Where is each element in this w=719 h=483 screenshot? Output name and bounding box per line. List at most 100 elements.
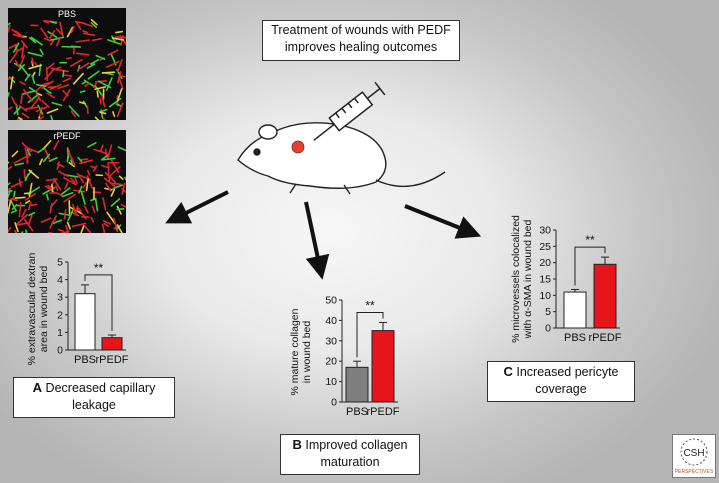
micrograph-fiber: [111, 182, 123, 186]
header-line-2: improves healing outcomes: [284, 40, 438, 54]
chartB-ylabel: % mature collagen in wound bed: [289, 308, 313, 396]
micrograph-fiber: [76, 62, 90, 71]
micrograph-fiber: [94, 84, 103, 97]
micrograph-fiber: [93, 165, 98, 172]
micrograph-fiber: [21, 231, 24, 233]
micrograph-fiber: [8, 189, 12, 199]
micrograph-fiber: [55, 68, 70, 73]
micrograph-fiber: [83, 32, 96, 37]
micrograph-fiber: [8, 43, 18, 49]
micrograph-pbs-label: PBS: [57, 9, 76, 19]
micrograph-fiber: [53, 140, 60, 150]
arrow-to-B: [304, 201, 330, 280]
micrograph-fiber: [49, 39, 55, 46]
micrograph-fiber: [37, 147, 45, 153]
micrograph-fiber: [30, 36, 43, 46]
micrograph-fiber: [116, 58, 123, 73]
y-tick-label: 4: [57, 274, 63, 286]
micrograph-fiber: [51, 184, 54, 192]
micrograph-fiber: [124, 176, 126, 182]
micrograph-fiber: [105, 77, 113, 91]
micrograph-fiber: [28, 214, 33, 225]
micrograph-fiber: [27, 201, 32, 211]
micrograph-fiber: [62, 89, 69, 97]
micrograph-fiber: [77, 156, 83, 163]
micrograph-fiber: [116, 88, 123, 102]
micrograph-fiber: [40, 217, 52, 223]
micrograph-fiber: [105, 182, 112, 192]
panel-c-line2: coverage: [535, 382, 587, 396]
category-label: rPEDF: [96, 354, 129, 366]
micrograph-fiber: [13, 190, 16, 197]
micrograph-fiber: [20, 54, 26, 65]
micrograph-fiber: [95, 80, 108, 83]
micrograph-fiber: [13, 105, 22, 115]
micrograph-fiber: [101, 117, 107, 120]
micrograph-fiber: [11, 203, 18, 210]
micrograph-fiber: [100, 153, 110, 161]
panel-c-line1: Increased pericyte: [516, 365, 619, 379]
micrograph-fiber: [90, 59, 100, 65]
micrograph-fiber: [68, 151, 76, 166]
micrograph-fiber: [8, 24, 11, 34]
y-tick-label: 0: [57, 345, 63, 357]
panel-c-box: C Increased pericyte coverage: [487, 361, 635, 402]
micrograph-fiber: [56, 192, 63, 197]
micrograph-fiber: [42, 153, 51, 163]
micrograph-fiber: [27, 51, 43, 57]
micrograph-fiber: [91, 37, 103, 42]
micrograph-fiber: [46, 108, 59, 114]
micrograph-fiber: [35, 83, 47, 87]
csh-logo: CSH PERSPECTIVES: [672, 434, 716, 478]
micrograph-fiber: [28, 86, 38, 93]
micrograph-fiber: [14, 162, 24, 166]
micrograph-fiber: [8, 182, 11, 186]
significance-bracket: [84, 274, 113, 332]
micrograph-fiber: [49, 215, 57, 229]
micrograph-fiber: [36, 92, 43, 97]
micrograph-fiber: [14, 222, 19, 233]
micrograph-fiber: [18, 202, 22, 218]
micrograph-fiber: [82, 181, 88, 189]
micrograph-fiber: [62, 70, 65, 78]
y-tick-label: 3: [57, 292, 63, 304]
micrograph-fiber: [8, 77, 15, 80]
micrograph-fiber: [37, 115, 44, 120]
y-tick-label: 30: [325, 335, 337, 347]
bar-pbs: [345, 366, 369, 403]
y-tick-label: 30: [539, 225, 551, 237]
micrograph-fiber: [90, 18, 98, 26]
micrograph-fiber: [51, 219, 63, 225]
micrograph-fiber: [90, 216, 95, 223]
micrograph-fiber: [71, 222, 87, 228]
micrograph-fiber: [49, 20, 57, 24]
micrograph-fiber: [16, 222, 29, 226]
micrograph-fiber: [110, 198, 121, 207]
micrograph-fiber: [80, 158, 89, 161]
micrograph-fiber: [74, 205, 79, 216]
panel-a-box: A Decreased capillary leakage: [13, 377, 175, 418]
micrograph-fiber: [85, 178, 89, 192]
micrograph-fiber: [19, 64, 30, 77]
micrograph-fiber: [69, 58, 83, 67]
y-tick-label: 25: [539, 241, 551, 253]
bar-rpedf: [371, 330, 395, 403]
y-tick-label: 0: [331, 397, 337, 409]
micrograph-fiber: [61, 187, 71, 195]
micrograph-fiber: [35, 106, 48, 113]
micrograph-fiber: [21, 43, 25, 59]
micrograph-fiber: [18, 178, 22, 187]
micrograph-fiber: [49, 30, 56, 39]
micrograph-fiber: [12, 33, 26, 39]
panel-a-line1: Decreased capillary: [45, 381, 156, 395]
micrograph-fiber: [62, 77, 72, 83]
micrograph-fiber: [56, 36, 62, 47]
micrograph-fiber: [96, 90, 99, 98]
micrograph-fiber: [70, 26, 75, 34]
micrograph-fiber: [99, 144, 104, 153]
micrograph-fiber: [87, 142, 97, 148]
micrograph-fiber: [8, 187, 12, 191]
micrograph-fiber: [101, 71, 116, 74]
